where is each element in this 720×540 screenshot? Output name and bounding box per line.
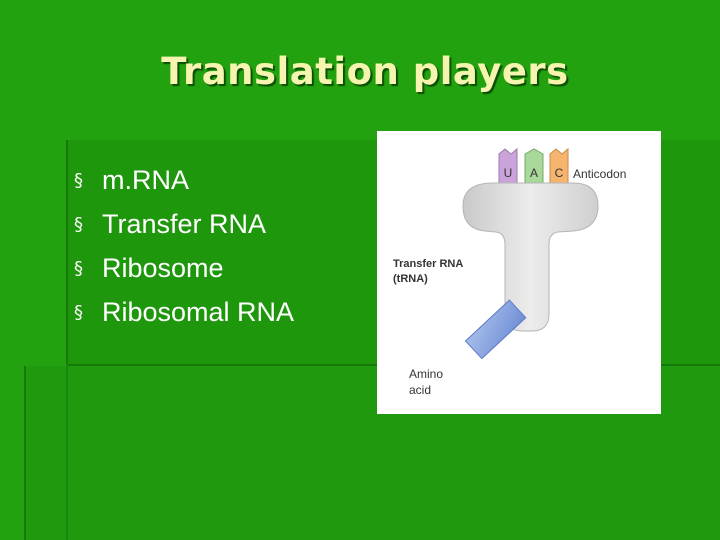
trna-body (462, 182, 599, 332)
bullet-text: Transfer RNA (102, 208, 267, 239)
base-a-label: A (530, 166, 538, 180)
anticodon-bases: U A C (498, 147, 569, 184)
amino-label-line2: acid (409, 383, 431, 397)
trna-label-line1: Transfer RNA (393, 258, 463, 270)
background-divider (66, 364, 68, 540)
trna-label-line2: (tRNA) (393, 273, 428, 285)
bullet-text: m.RNA (102, 164, 189, 195)
anticodon-label: Anticodon (573, 167, 626, 181)
slide-title: Translation players (161, 50, 569, 93)
bullet-list: § m.RNA § Transfer RNA § Ribosome § Ribo… (74, 158, 294, 334)
bullet-marker: § (74, 213, 83, 235)
base-u-label: U (504, 166, 513, 180)
amino-label-line1: Amino (409, 367, 443, 381)
amino-acid-block (464, 299, 527, 360)
bullet-marker: § (74, 257, 83, 279)
trna-diagram: U A C Anticodon Transfer RNA (tRNA) Amin… (377, 131, 661, 414)
bullet-item: § Transfer RNA (74, 202, 294, 246)
bullet-item: § m.RNA (74, 158, 294, 202)
bullet-text: Ribosome (102, 252, 224, 283)
bullet-text: Ribosomal RNA (102, 296, 295, 327)
bullet-marker: § (74, 169, 83, 191)
base-c-label: C (555, 166, 564, 180)
bullet-item: § Ribosomal RNA (74, 290, 294, 334)
bullet-item: § Ribosome (74, 246, 294, 290)
bullet-marker: § (74, 301, 83, 323)
